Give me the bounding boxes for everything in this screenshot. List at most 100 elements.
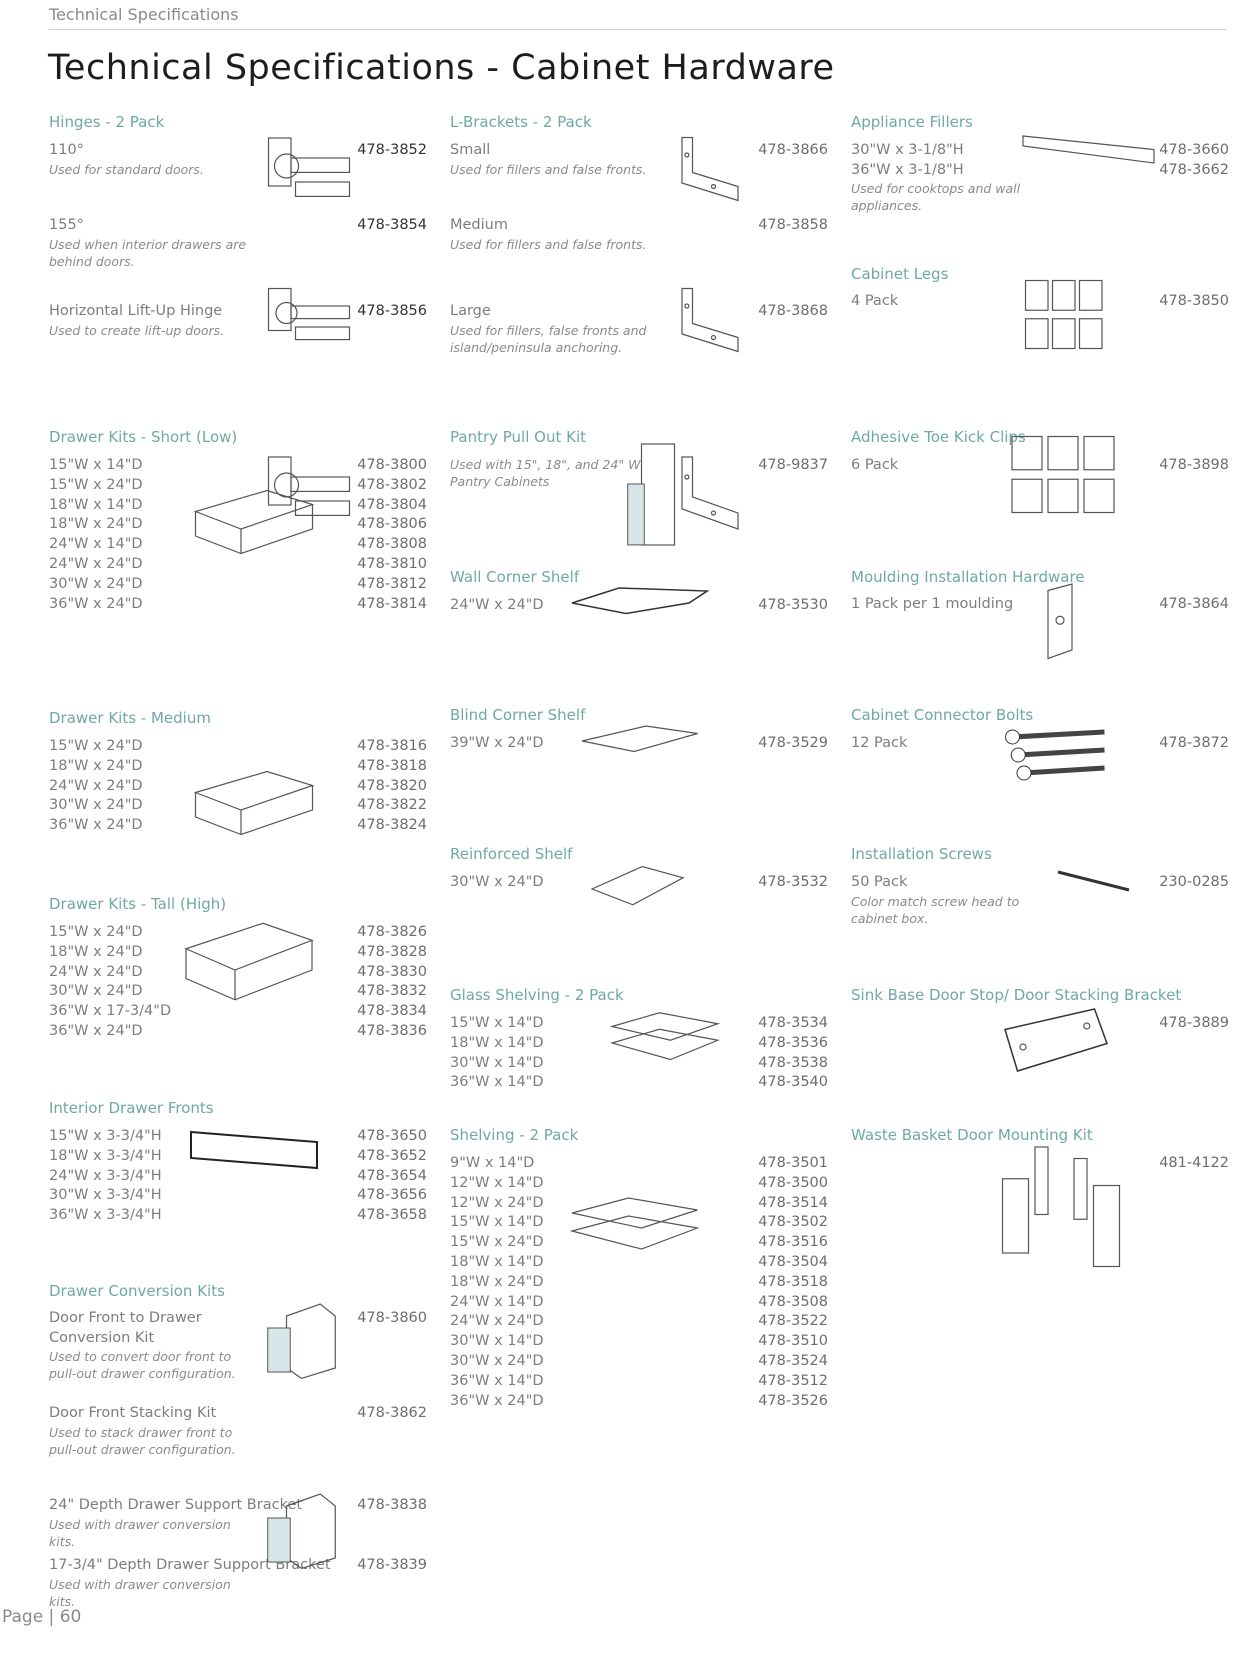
part-number: 478-3838: [357, 1497, 427, 1513]
size-label: 18"W x 24"D: [450, 1273, 544, 1290]
part-number: 478-9837: [758, 457, 828, 473]
size-label: 18"W x 24"D: [49, 757, 143, 774]
part-number: 481-4122: [1159, 1155, 1229, 1171]
item-description: Used when interior drawers are behind do…: [49, 236, 247, 269]
size-label: 18"W x 14"D: [49, 496, 143, 513]
size-label: 30"W x 24"D: [450, 1352, 544, 1369]
header-divider: [49, 29, 1226, 30]
size-label: 30"W x 24"D: [49, 797, 143, 814]
pantry-illustration-icon: [625, 442, 680, 547]
part-number: 478-3652: [357, 1147, 427, 1164]
part-numbers: 478-3839: [357, 1556, 427, 1576]
page-number: Page | 60: [2, 1607, 82, 1627]
size-label: 30"W x 24"D: [49, 575, 143, 592]
size-label: 15"W x 14"D: [450, 1015, 544, 1031]
section-title: Pantry Pull Out Kit: [450, 428, 587, 446]
item-description: Used with drawer conversion kits.: [49, 1516, 231, 1549]
part-number: 478-3500: [758, 1174, 828, 1191]
size-label: 30"W x 3-3/4"H: [49, 1187, 162, 1204]
part-numbers: 478-3854: [357, 216, 427, 236]
part-number: 478-3839: [357, 1557, 427, 1573]
item-description: Used for standard doors.: [49, 161, 204, 177]
corner-shelf-illustration-icon: [570, 585, 710, 615]
part-number: 478-3828: [357, 943, 427, 960]
running-header: Technical Specifications: [49, 5, 239, 24]
part-number: 478-3862: [357, 1405, 427, 1421]
size-label: 36"W x 14"D: [450, 1372, 544, 1389]
section-title: Waste Basket Door Mounting Kit: [851, 1126, 1093, 1144]
size-label: 24"W x 14"D: [450, 1293, 544, 1310]
item-description: Used for fillers and false fronts.: [450, 161, 647, 177]
l-bracket-illustration-icon: [675, 285, 745, 355]
spec-row: 30"W x 24"D 478-3822: [49, 796, 427, 816]
size-label: 18"W x 14"D: [450, 1253, 544, 1270]
spec-item: Used with 15", 18", and 24" W Pantry Cab…: [450, 456, 828, 490]
size-label: 36"W x 24"D: [49, 595, 143, 612]
part-number: 478-3834: [357, 1003, 427, 1020]
bolts-illustration-icon: [1001, 725, 1116, 785]
part-number: 478-3824: [357, 817, 427, 834]
part-number: 478-3806: [357, 516, 427, 533]
size-label: 15"W x 24"D: [450, 1234, 544, 1251]
part-number: 478-3802: [357, 476, 427, 493]
part-number: 478-3872: [1159, 735, 1229, 751]
part-number: 478-3830: [357, 963, 427, 980]
part-numbers: 478-3860: [357, 1309, 427, 1329]
size-label: 15"W x 24"D: [49, 738, 143, 754]
item-label: 30"W x 3-1/8"H: [851, 142, 964, 158]
part-numbers: 478-3866: [758, 141, 828, 161]
part-number: 478-3822: [357, 797, 427, 814]
part-number: 478-3660: [1159, 142, 1229, 158]
item-label: 36"W x 3-1/8"H: [851, 161, 964, 178]
section-title: Wall Corner Shelf: [450, 568, 580, 586]
part-number: 478-3810: [357, 555, 427, 572]
item-description: Used to convert door front to pull-out d…: [49, 1349, 236, 1382]
part-number: 478-3532: [758, 874, 828, 890]
size-label: 24"W x 24"D: [49, 777, 143, 794]
hinge-illustration-icon: [264, 134, 354, 214]
spec-row: 15"W x 14"D 478-3534: [450, 1014, 828, 1034]
size-label: 36"W x 24"D: [49, 817, 143, 834]
item-description: Used to stack drawer front to pull-out d…: [49, 1424, 236, 1457]
part-number: 478-3808: [357, 536, 427, 553]
part-number: 478-3889: [1159, 1015, 1229, 1031]
part-number: 478-3534: [758, 1015, 828, 1031]
section-title: Sink Base Door Stop/ Door Stacking Brack…: [851, 986, 1182, 1004]
size-label: 24"W x 24"D: [49, 555, 143, 572]
part-number: 478-3858: [758, 217, 828, 233]
size-label: 30"W x 24"D: [49, 983, 143, 1000]
part-number: 478-3898: [1159, 457, 1229, 473]
item-label: 50 Pack: [851, 874, 908, 890]
size-label: 24"W x 24"D: [49, 963, 143, 980]
item-label: Door Front Stacking Kit: [49, 1405, 217, 1421]
part-numbers: 478-3862: [357, 1404, 427, 1424]
section-title: Drawer Kits - Tall (High): [49, 895, 227, 913]
